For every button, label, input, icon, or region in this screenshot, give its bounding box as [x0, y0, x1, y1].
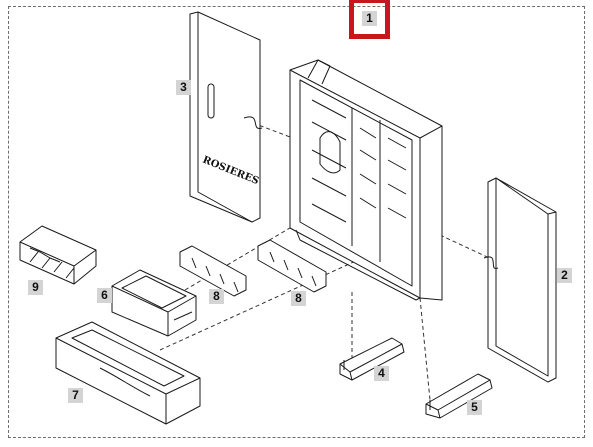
- callout-1[interactable]: 1: [349, 0, 390, 39]
- callout-5[interactable]: 5: [467, 400, 482, 415]
- crisper-tray[interactable]: [55, 321, 201, 425]
- front-door-panel[interactable]: ROSIERES: [189, 11, 263, 223]
- callout-8-right[interactable]: 8: [291, 291, 306, 306]
- callout-9[interactable]: 9: [28, 280, 43, 295]
- callout-6[interactable]: 6: [97, 288, 112, 303]
- callout-4[interactable]: 4: [374, 366, 389, 381]
- shelf-rail-left[interactable]: [179, 245, 247, 297]
- callout-2[interactable]: 2: [557, 268, 572, 283]
- adjustable-foot-right[interactable]: [425, 373, 493, 419]
- fridge-cabinet[interactable]: [289, 59, 443, 301]
- callout-8-left[interactable]: 8: [209, 289, 224, 304]
- callout-3[interactable]: 3: [176, 80, 191, 95]
- right-side-panel[interactable]: [483, 177, 557, 383]
- shelf-rail-right[interactable]: [257, 239, 327, 293]
- small-drawer[interactable]: [111, 269, 197, 337]
- diagram-frame: [8, 6, 585, 438]
- callout-7[interactable]: 7: [68, 388, 83, 403]
- adjustable-foot-left[interactable]: [339, 337, 405, 381]
- egg-rack[interactable]: [19, 225, 97, 285]
